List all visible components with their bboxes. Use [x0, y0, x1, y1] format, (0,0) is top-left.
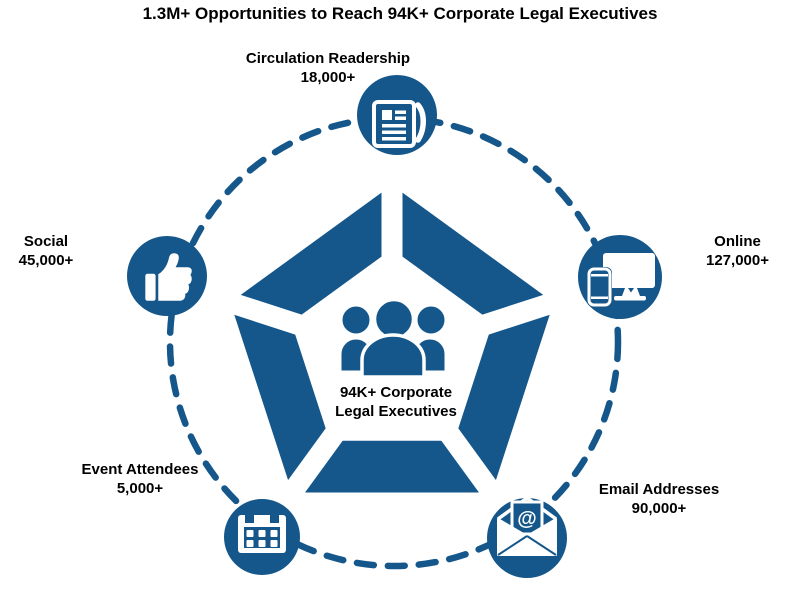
circulation-label-text: Circulation Readership	[245, 50, 411, 67]
pentagon-ring	[230, 185, 554, 493]
online-value: 127,000+	[706, 251, 769, 269]
smartphone	[587, 267, 612, 307]
circulation-node-circle	[357, 75, 437, 155]
calendar-icon	[238, 515, 286, 553]
diagram-title: 1.3M+ Opportunities to Reach 94K+ Corpor…	[142, 4, 658, 23]
social-label-text: Social	[23, 233, 69, 250]
label-email: Email Addresses 90,000+	[568, 481, 750, 518]
thumbs-up-icon	[145, 253, 192, 301]
letter	[510, 500, 544, 536]
at-glyph: @	[517, 508, 537, 530]
email-label-text: Email Addresses	[598, 481, 720, 498]
social-value: 45,000+	[18, 251, 74, 269]
node-events	[224, 499, 300, 575]
online-label-text: Online	[714, 233, 761, 250]
newspaper-icon	[372, 100, 426, 148]
node-email: @	[487, 496, 567, 578]
people-group-icon	[338, 297, 448, 379]
label-events: Event Attendees 5,000+	[49, 461, 231, 498]
events-label-text: Event Attendees	[81, 461, 199, 478]
email-value: 90,000+	[631, 499, 687, 517]
center-label-line1: 94K+ Corporate	[339, 384, 453, 401]
label-online: Online 127,000+	[660, 233, 800, 270]
node-circulation	[357, 75, 437, 155]
label-social: Social 45,000+	[0, 233, 92, 270]
node-online	[578, 235, 662, 319]
label-circulation: Circulation Readership 18,000+	[228, 50, 428, 87]
desktop-and-phone-icon	[587, 253, 655, 307]
center-label: 94K+ Corporate Legal Executives	[306, 384, 486, 421]
events-value: 5,000+	[116, 479, 164, 497]
monitor-screen	[603, 253, 655, 288]
circulation-value: 18,000+	[300, 68, 356, 86]
envelope-at-icon: @	[496, 496, 558, 556]
node-social	[127, 236, 207, 316]
center-label-line2: Legal Executives	[335, 402, 457, 420]
